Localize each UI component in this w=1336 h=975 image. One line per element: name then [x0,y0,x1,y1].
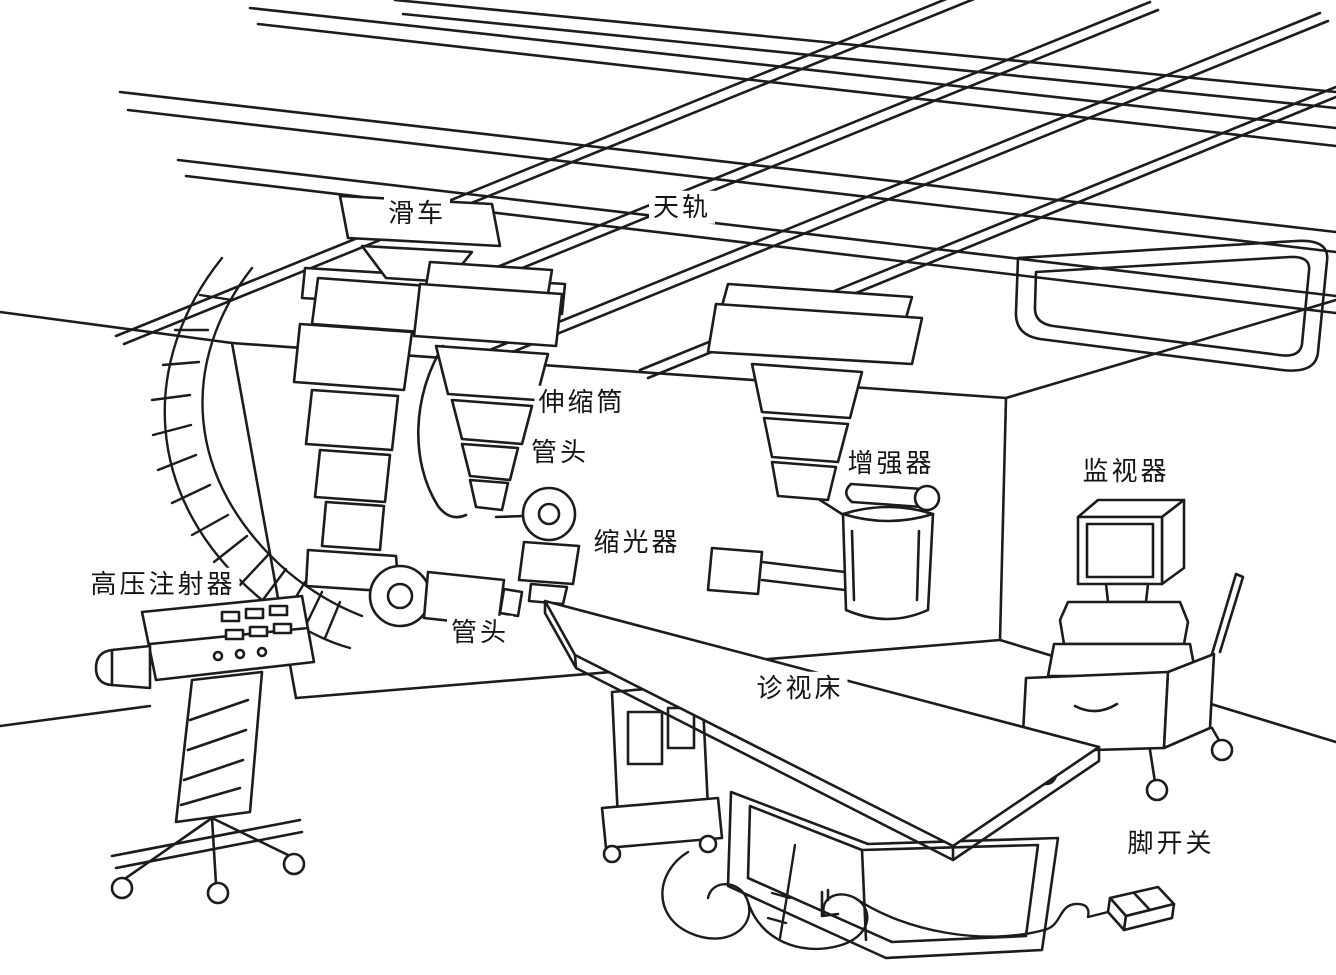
drawer-handle [1073,702,1119,713]
label-foot-switch: 脚开关 [1123,826,1219,860]
center-column-telescope [412,260,581,606]
table-pedestal [600,682,724,864]
label-high-pressure-injector: 高压注射器 [86,567,240,601]
ceiling-rail-loop [1014,239,1329,372]
center-tube-head [521,486,577,542]
label-intensifier: 增强器 [843,446,939,480]
room-outline [0,298,1336,744]
right-column-intensifier [706,282,941,621]
table-base-cabinet [726,790,1060,960]
label-monitor: 监视器 [1078,454,1174,488]
exam-table [543,599,1101,960]
label-tube-head-lower: 管头 [446,615,514,649]
label-telescopic-tube: 伸缩筒 [534,385,630,419]
cart-handle [1210,572,1245,656]
crt-monitor [1076,498,1186,586]
center-column-cable [417,344,468,519]
label-collimator: 缩光器 [589,525,685,559]
intensifier-cylinder [841,482,941,621]
high-pressure-injector-unit [94,594,316,905]
label-exam-table: 诊视床 [752,671,848,705]
label-ceiling-rail: 天轨 [648,190,716,224]
left-tube-head [368,564,524,628]
injector-syringe [94,644,152,690]
cable-conduit-arc [150,256,364,650]
monitor-cart [1020,498,1245,802]
crt-screen [1085,522,1155,579]
label-tube-head-upper: 管头 [526,435,594,469]
label-pulley-trolley: 滑车 [383,196,451,230]
collimator-box [517,540,581,606]
floor-cables [661,843,1110,951]
foot-switch-pedal [1106,885,1176,932]
table-top [543,599,1101,862]
